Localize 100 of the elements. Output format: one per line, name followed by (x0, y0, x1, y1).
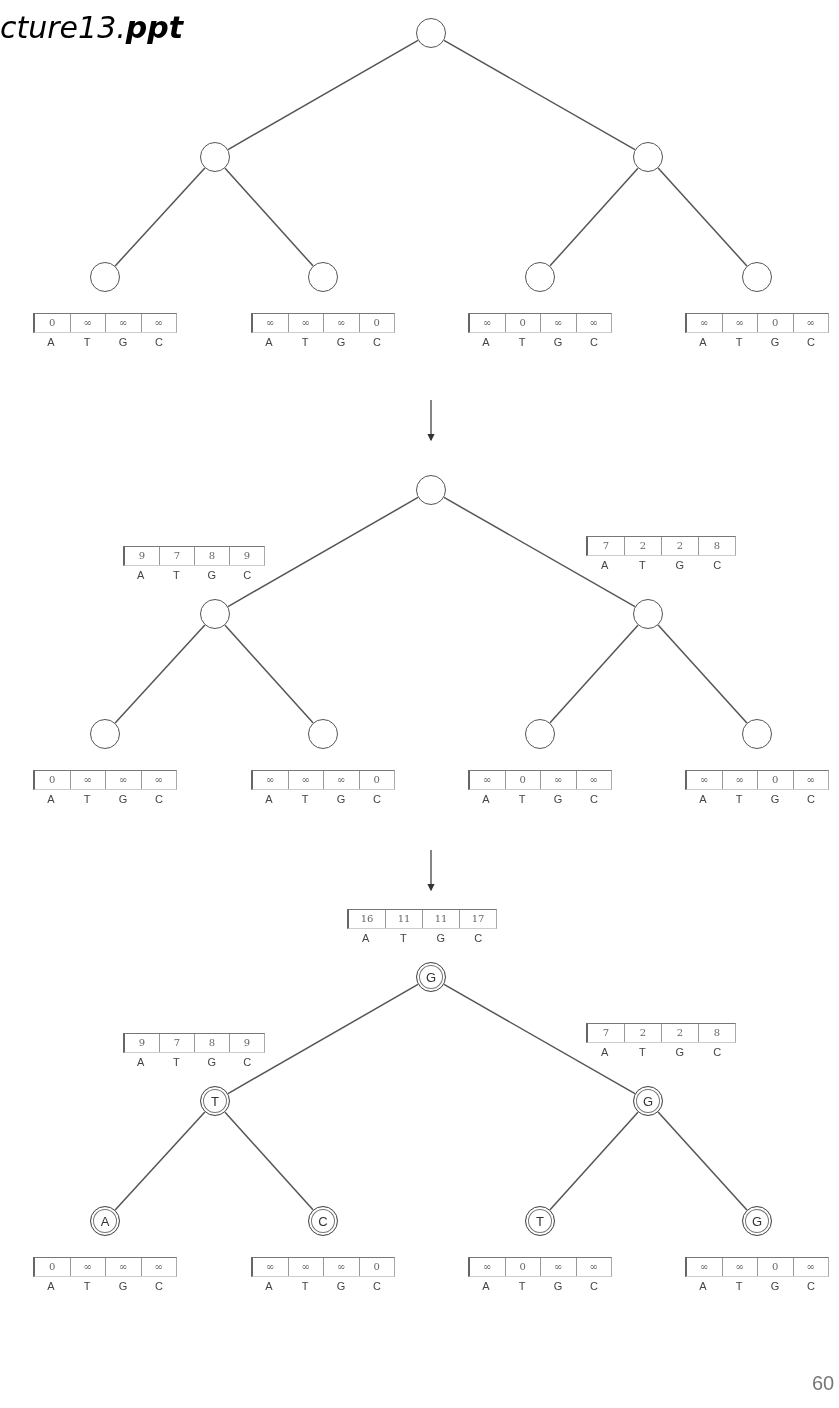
base-label: A (600, 559, 610, 571)
tree-branch (443, 39, 636, 151)
base-label: C (589, 793, 599, 805)
tree-branch (657, 1111, 748, 1211)
base-label: G (335, 1280, 347, 1292)
score-value: 8 (712, 539, 722, 553)
tree-branch (227, 496, 419, 608)
base-label: A (481, 1280, 491, 1292)
score-value: ∞ (70, 771, 106, 789)
base-label: G (769, 336, 781, 348)
base-label: C (589, 336, 599, 348)
base-label: A (136, 569, 146, 581)
labeled-tree-node: T (200, 1086, 230, 1116)
base-label: G (335, 793, 347, 805)
labeled-tree-node: G (742, 1206, 772, 1236)
score-value: ∞ (253, 314, 289, 332)
labeled-tree-node: G (416, 962, 446, 992)
base-label: G (674, 559, 686, 571)
base-label: C (242, 1056, 253, 1068)
score-value: ∞ (70, 1258, 106, 1276)
base-label: T (637, 559, 647, 571)
base-label: T (637, 1046, 647, 1058)
score-value: 11 (423, 910, 460, 928)
base-label: A (136, 1056, 146, 1068)
tree-branch (549, 624, 639, 724)
tree-node (308, 262, 338, 292)
base-label: T (171, 569, 181, 581)
base-label: T (300, 1280, 310, 1292)
base-label: A (600, 1046, 610, 1058)
score-value: 17 (470, 912, 486, 926)
base-label: A (698, 336, 708, 348)
score-value: 0 (372, 316, 381, 330)
base-label: A (481, 336, 491, 348)
base-label: T (300, 336, 310, 348)
tree-node (633, 599, 663, 629)
tree-node (90, 262, 120, 292)
tree-node (308, 719, 338, 749)
labeled-tree-node: A (90, 1206, 120, 1236)
base-label: A (264, 793, 274, 805)
score-value: 7 (160, 1034, 195, 1052)
score-value: ∞ (288, 1258, 324, 1276)
tree-branch (224, 624, 314, 724)
score-value: ∞ (687, 771, 723, 789)
base-label: A (46, 1280, 56, 1292)
tree-node (525, 262, 555, 292)
score-value: ∞ (470, 314, 506, 332)
score-value: 0 (505, 1258, 541, 1276)
score-value: ∞ (805, 316, 816, 330)
score-value: ∞ (106, 771, 142, 789)
score-value: ∞ (324, 771, 360, 789)
score-value: ∞ (541, 1258, 577, 1276)
base-label: G (117, 1280, 129, 1292)
score-value: ∞ (541, 314, 577, 332)
score-value: 0 (35, 771, 71, 789)
base-label: C (154, 793, 164, 805)
base-label: T (517, 1280, 527, 1292)
base-label: C (372, 793, 382, 805)
score-value: ∞ (253, 771, 289, 789)
tree-node (90, 719, 120, 749)
score-value: 16 (349, 910, 386, 928)
base-label: G (674, 1046, 686, 1058)
tree-branch (549, 1111, 639, 1211)
score-value: ∞ (324, 314, 360, 332)
tree-branch (227, 39, 419, 151)
score-value: ∞ (687, 1258, 723, 1276)
score-value: 11 (386, 910, 423, 928)
tree-node (633, 142, 663, 172)
base-label: A (698, 793, 708, 805)
labeled-tree-node: G (633, 1086, 663, 1116)
base-label: G (117, 336, 129, 348)
tree-node (742, 719, 772, 749)
score-value: ∞ (722, 1258, 758, 1276)
labeled-tree-node: T (525, 1206, 555, 1236)
tree-node (200, 599, 230, 629)
base-label: T (517, 336, 527, 348)
score-value: 7 (160, 547, 195, 565)
labeled-tree-node: C (308, 1206, 338, 1236)
base-label: G (552, 1280, 564, 1292)
tree-branch (443, 983, 636, 1095)
score-value: 0 (758, 771, 794, 789)
tree-node (416, 475, 446, 505)
base-label: G (769, 1280, 781, 1292)
tree-node (742, 262, 772, 292)
score-value: ∞ (153, 773, 164, 787)
base-label: T (398, 932, 408, 944)
tree-branch (224, 1111, 314, 1211)
base-label: C (589, 1280, 599, 1292)
score-value: ∞ (106, 314, 142, 332)
base-label: A (264, 1280, 274, 1292)
score-value: 0 (505, 771, 541, 789)
score-value: ∞ (153, 1260, 164, 1274)
score-value: ∞ (588, 316, 599, 330)
base-label: C (372, 1280, 382, 1292)
score-value: 2 (625, 537, 662, 555)
score-value: ∞ (288, 314, 324, 332)
score-value: 2 (662, 537, 699, 555)
base-label: T (171, 1056, 181, 1068)
score-value: ∞ (722, 314, 758, 332)
score-value: ∞ (541, 771, 577, 789)
base-label: T (82, 336, 92, 348)
